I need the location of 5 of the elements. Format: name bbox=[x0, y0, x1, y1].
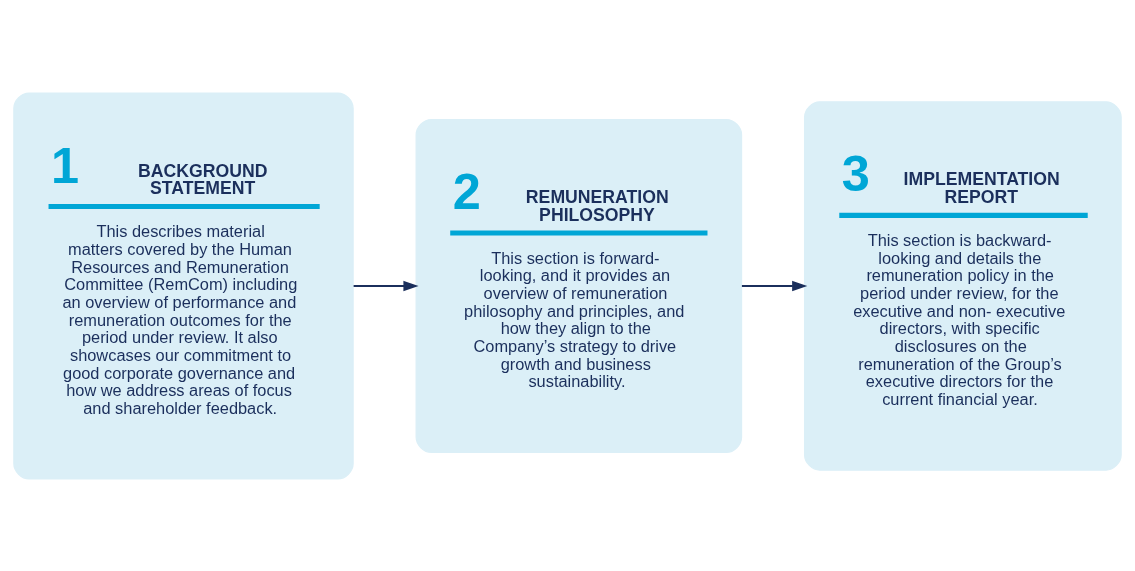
node-box: 1 BACKGROUND STATEMENT This describes material matters covered by the Human Resources and Remuneration Committee (RemCom) including an overview of performance and remuneration outcomes for the period under review. It also showcases our commitment to good corporate governance and how we address areas of focus and shareholder feedback. bbox=[13, 91, 354, 480]
arrow bbox=[352, 280, 419, 291]
node-box: 2 REMUNERATION PHILOSOPHY This section is forward-looking, and it provides an overview of remuneration philosophy and principles, and how they align to the Company’s strategy to drive growth and business sustainability. bbox=[415, 118, 743, 453]
arrow bbox=[740, 280, 808, 291]
node-box: 3 IMPLEMENTATION REPORT This section is backward-looking and details the remuneration policy in the period under review, for the executive and non- executive directors, with specific disclosures on the remuneration of the Group’s executive directors for the current financial year. bbox=[803, 100, 1122, 471]
